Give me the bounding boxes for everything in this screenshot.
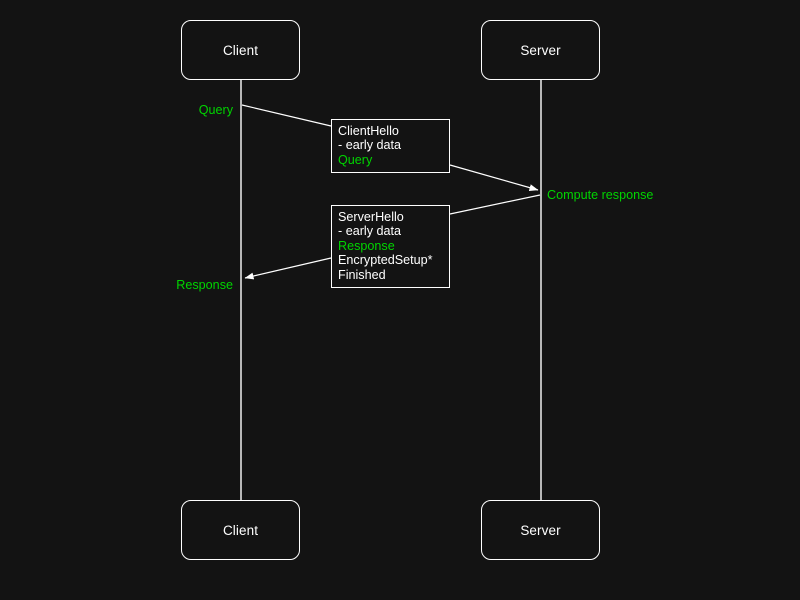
- participant-client-bottom[interactable]: Client: [181, 500, 300, 560]
- arrow-client-hello-in: [449, 164, 539, 192]
- message-line: Finished: [338, 267, 386, 282]
- note-query: Query: [198, 103, 233, 117]
- message-line: - early data: [338, 224, 401, 239]
- arrow-server-hello-in: [244, 257, 332, 280]
- message-line: EncryptedSetup*: [338, 253, 433, 268]
- participant-label: Client: [222, 42, 259, 58]
- participant-client-top[interactable]: Client: [181, 20, 300, 80]
- message-line: ServerHello: [338, 210, 404, 224]
- message-line: ClientHello: [338, 124, 399, 138]
- note-response: Response: [176, 278, 233, 292]
- message-line: - early data: [338, 138, 401, 153]
- arrow-server-hello-out: [449, 194, 541, 215]
- participant-label: Client: [222, 522, 259, 538]
- participant-label: Server: [520, 522, 561, 538]
- message-box-server-hello[interactable]: ServerHello - early data Response Encryp…: [331, 205, 450, 289]
- arrow-client-hello-out: [241, 104, 332, 127]
- message-line-accent: Response: [338, 238, 395, 253]
- note-compute-response: Compute response: [547, 188, 654, 202]
- message-line-accent: Query: [338, 152, 373, 167]
- participant-server-top[interactable]: Server: [481, 20, 600, 80]
- participant-label: Server: [520, 42, 561, 58]
- participant-server-bottom[interactable]: Server: [481, 500, 600, 560]
- message-box-client-hello[interactable]: ClientHello - early data Query: [331, 119, 450, 174]
